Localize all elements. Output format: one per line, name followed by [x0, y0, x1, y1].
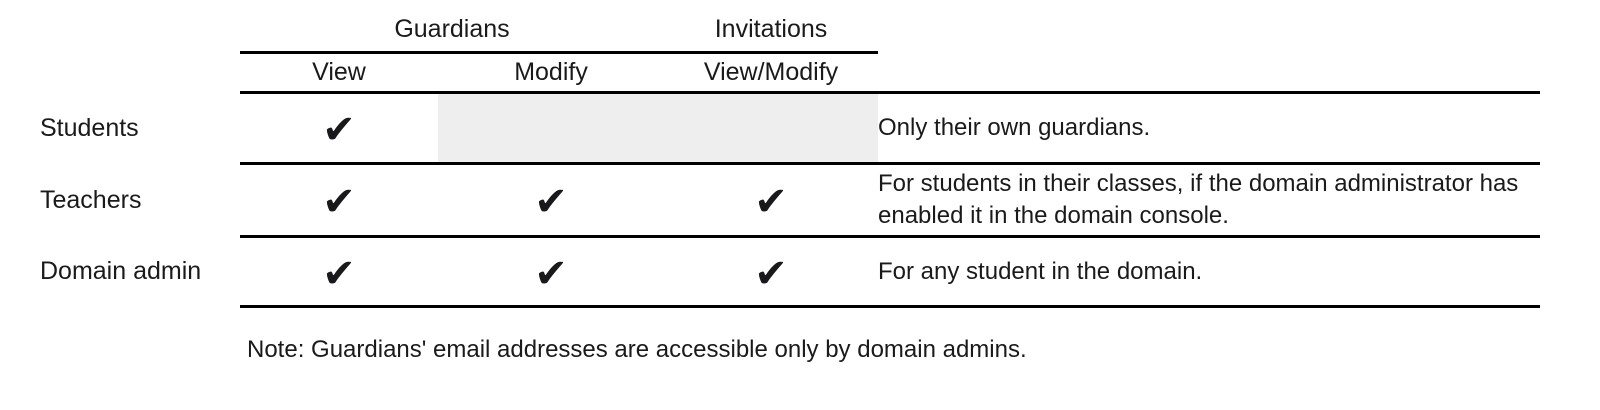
column-header-notes-spacer	[878, 52, 1540, 92]
table-column-header-row: View Modify View/Modify	[40, 52, 1540, 92]
check-icon: ✔	[322, 250, 356, 297]
group-header-guardians: Guardians	[240, 8, 665, 54]
cell-domain-admin-invitations-view-modify: ✔	[664, 236, 879, 308]
cell-teachers-description: For students in their classes, if the do…	[878, 163, 1541, 238]
table-row: Domain admin ✔ ✔ ✔ For any student in th…	[40, 236, 1541, 308]
table-row: Teachers ✔ ✔ ✔ For students in their cla…	[40, 163, 1541, 238]
group-header-description	[878, 8, 1540, 52]
column-header-view: View	[312, 57, 366, 86]
cell-teachers-guardians-view: ✔	[240, 163, 438, 238]
rule-cell-view	[240, 90, 438, 95]
check-icon: ✔	[322, 106, 356, 153]
check-icon: ✔	[754, 179, 788, 225]
cell-teachers-guardians-modify: ✔	[438, 163, 665, 238]
table-group-header-row: Guardians Invitations	[40, 8, 1540, 54]
row-label-teachers: Teachers	[40, 185, 142, 214]
cell-teachers-invitations-view-modify: ✔	[664, 163, 879, 238]
group-header-invitations: Invitations	[664, 8, 879, 54]
column-header-modify: Modify	[514, 57, 588, 86]
rule-cell-description	[878, 90, 1541, 95]
column-header-rowlabel-spacer	[40, 52, 240, 92]
cell-students-guardians-view: ✔	[240, 93, 438, 165]
column-header-view-modify: View/Modify	[703, 57, 839, 86]
cell-students-guardians-modify	[438, 93, 665, 165]
check-icon: ✔	[534, 179, 568, 225]
cell-domain-admin-description: For any student in the domain.	[878, 236, 1541, 308]
check-icon: ✔	[534, 250, 568, 297]
cell-domain-admin-guardians-view: ✔	[240, 236, 438, 308]
row-label-domain-admin: Domain admin	[40, 257, 202, 285]
rule-cell-invitations	[664, 90, 879, 95]
rule-cell-modify	[438, 90, 665, 95]
corner-spacer	[40, 8, 240, 52]
cell-students-invitations-view-modify	[664, 93, 879, 165]
table-footnote: Note: Guardians' email addresses are acc…	[247, 336, 1027, 363]
cell-domain-admin-guardians-modify: ✔	[438, 236, 665, 308]
cell-students-description: Only their own guardians.	[878, 93, 1541, 165]
check-icon: ✔	[754, 250, 788, 297]
header-bottom-rule	[40, 90, 1541, 95]
table-row: Students ✔ Only their own guardians.	[40, 93, 1541, 165]
guardian-permissions-table: Guardians Invitations View Modify View/M…	[40, 8, 1541, 308]
row-label-students: Students	[40, 114, 139, 142]
check-icon: ✔	[322, 179, 356, 225]
